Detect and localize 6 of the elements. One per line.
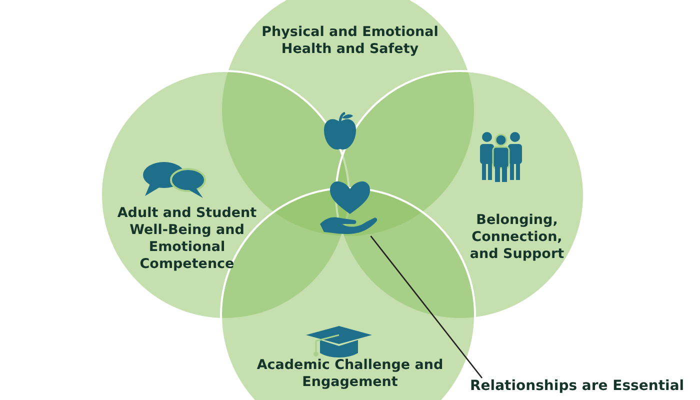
callout-text: Relationships are Essential	[470, 378, 684, 394]
circle-label: Physical and Emotional Health and Safety	[260, 24, 440, 58]
circle-label: Adult and Student Well-Being and Emotional Competence	[116, 205, 258, 273]
leader-line	[370, 236, 483, 378]
circle-label: Belonging, Connection, and Support	[468, 212, 566, 263]
circle-label: Academic Challenge and Engagement	[256, 357, 444, 391]
